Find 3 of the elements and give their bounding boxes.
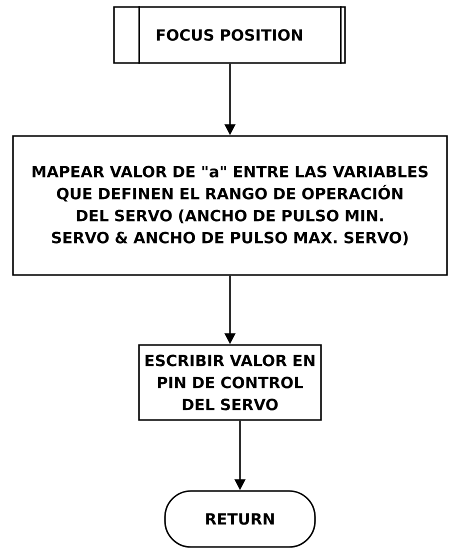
process-box: ESCRIBIR VALOR EN PIN DE CONTROL DEL SERVO <box>138 344 322 421</box>
subroutine-box: FOCUS POSITION <box>113 6 346 64</box>
process-box: MAPEAR VALOR DE "a" ENTRE LAS VARIABLES QUE DEFINEN EL RANGO DE OPERACIÓN DEL SERVO (ANCHO DE PULSO MIN. SERVO & ANCHO DE PULSO MAX. SERVO) <box>12 135 448 276</box>
